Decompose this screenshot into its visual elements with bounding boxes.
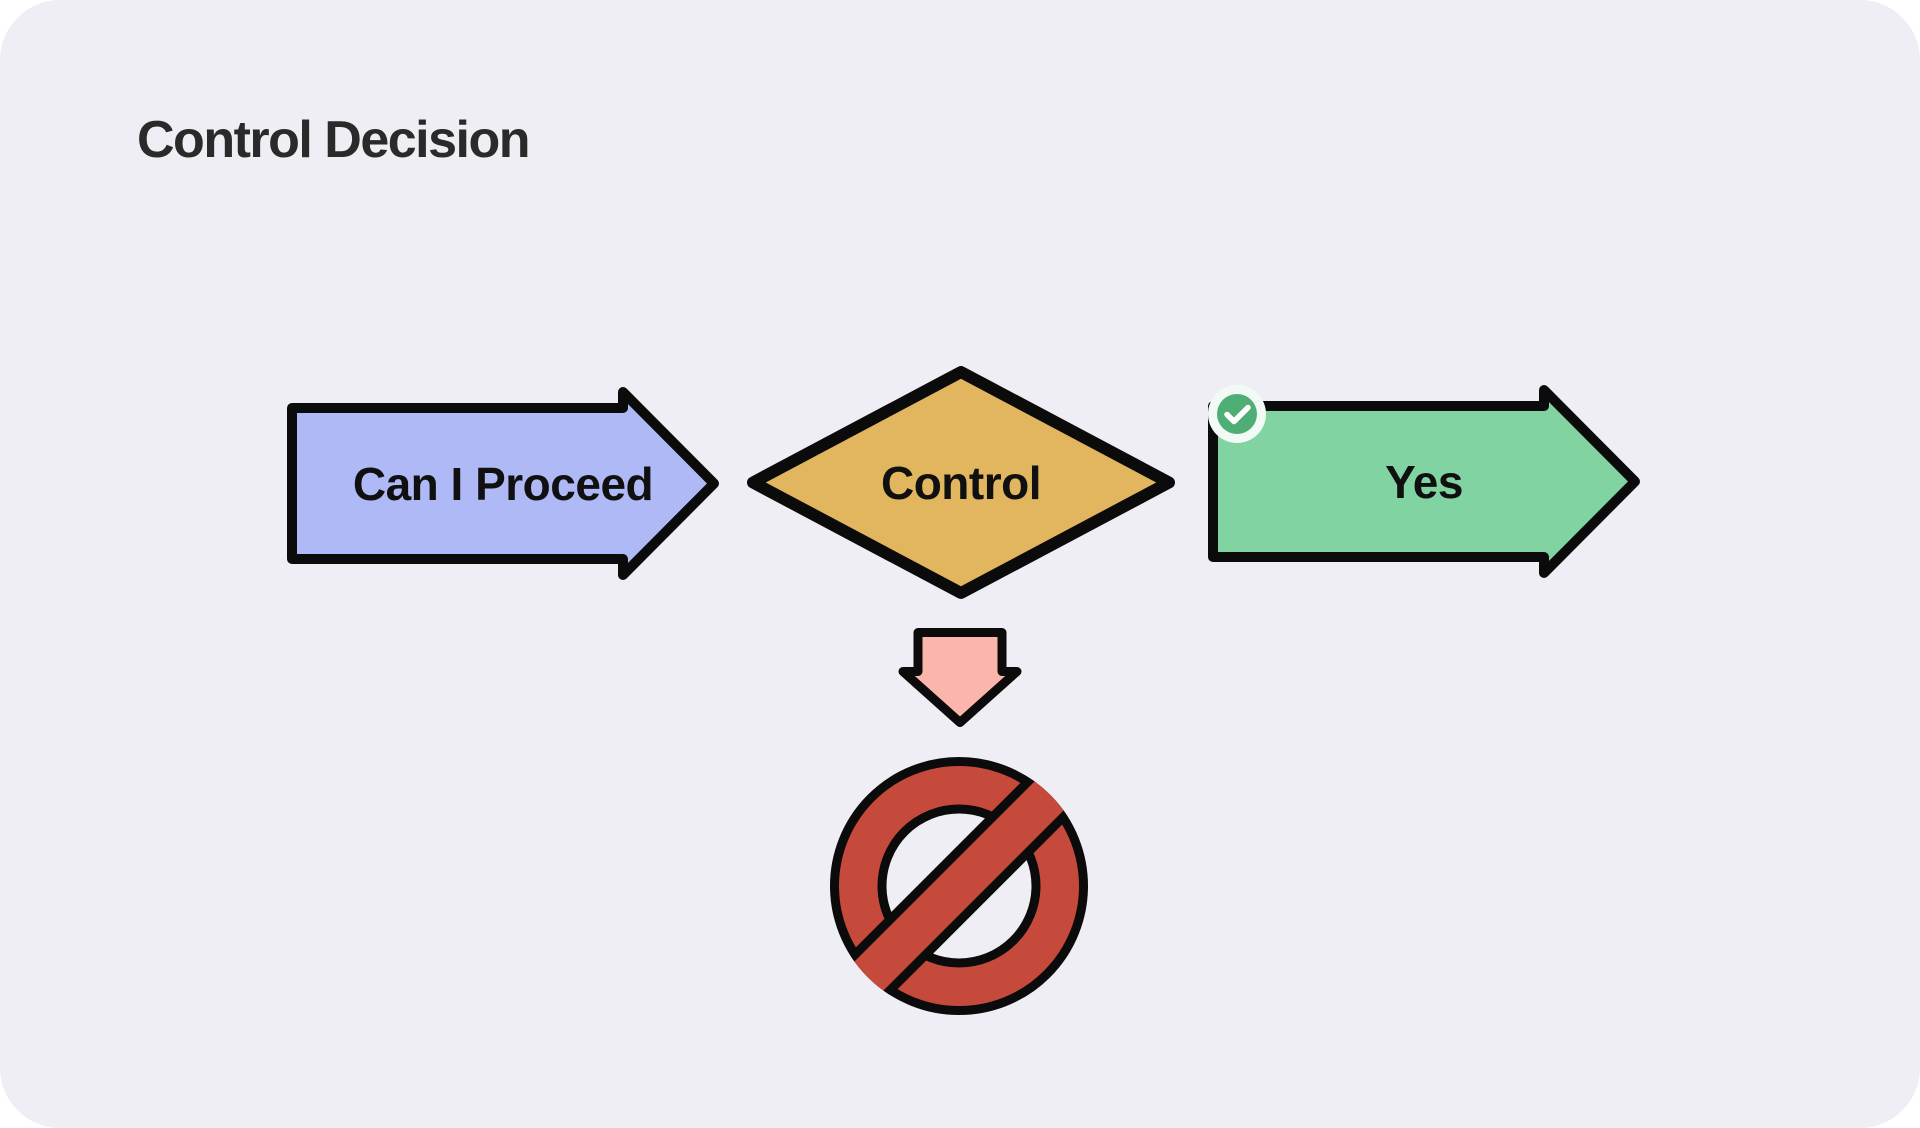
- arrow-down-shape: [898, 628, 1022, 727]
- node-yes: Yes: [1208, 385, 1640, 578]
- node-label: Can I Proceed: [352, 457, 654, 510]
- diamond-shape: [747, 366, 1175, 599]
- check-circle-icon: [1208, 385, 1266, 443]
- arrow-right-shape: [287, 387, 719, 580]
- node-can-i-proceed: Can I Proceed: [287, 387, 719, 580]
- node-control-decision: Control: [745, 365, 1177, 600]
- no-entry-icon: [830, 757, 1088, 1015]
- yes-label: Yes: [1385, 455, 1463, 508]
- node-label: Yes: [1208, 385, 1640, 578]
- node-label: Control: [880, 456, 1042, 509]
- connector-arrow-down: [898, 628, 1022, 727]
- arrow-right-shape: [1208, 385, 1640, 578]
- page-title: Control Decision: [137, 111, 531, 169]
- node-blocked-sign: [830, 757, 1088, 1015]
